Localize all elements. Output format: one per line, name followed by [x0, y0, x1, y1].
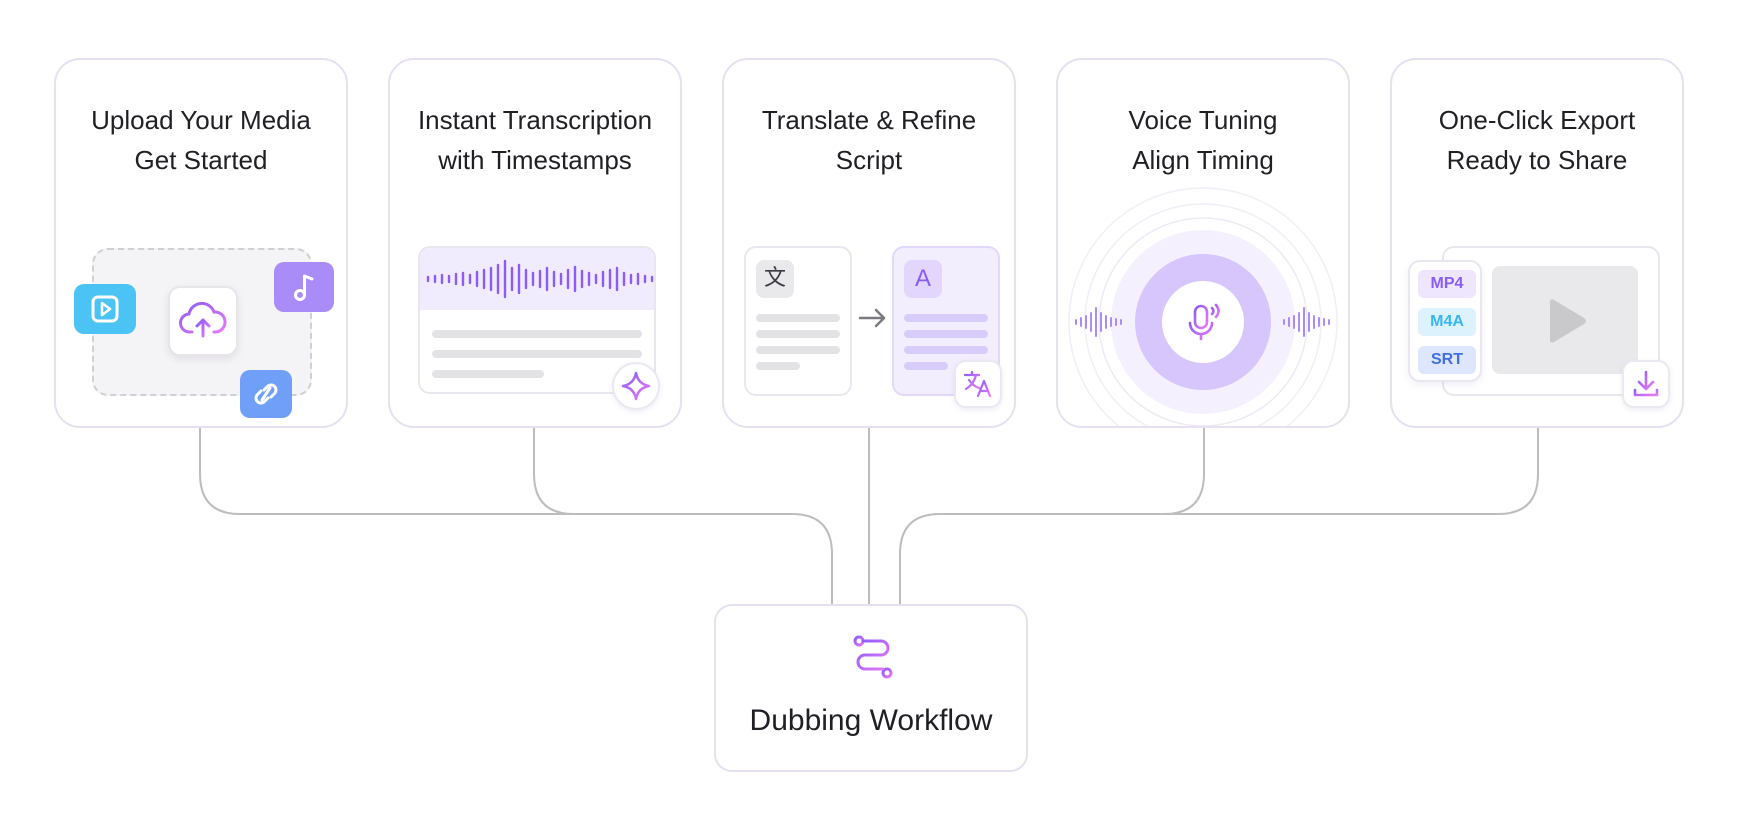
connector-step-4 — [1163, 428, 1205, 515]
arrow-right-icon — [854, 304, 890, 337]
play-icon — [1542, 296, 1590, 351]
microphone-icon — [1173, 292, 1233, 357]
translate-icon — [954, 360, 1002, 408]
waveform — [426, 259, 654, 299]
format-mp4[interactable]: MP4 — [1418, 270, 1476, 298]
transcript-panel — [418, 246, 656, 394]
source-language-icon: 文 — [756, 260, 794, 298]
waveform-right — [1283, 307, 1330, 337]
step-card-voice-tuning[interactable]: Voice Tuning Align Timing — [1056, 58, 1350, 428]
step-card-export[interactable]: One-Click Export Ready to Share MP4 M4A … — [1390, 58, 1684, 428]
step-card-translate[interactable]: Translate & Refine Script 文 A — [722, 58, 1016, 428]
voice-rings — [1068, 187, 1338, 426]
workflow-icon — [849, 632, 897, 687]
format-m4a[interactable]: M4A — [1418, 308, 1476, 336]
step-card-transcription[interactable]: Instant Transcription with Timestamps — [388, 58, 682, 428]
hub-title: Dubbing Workflow — [749, 704, 993, 737]
step-title: Upload Your Media Get Started — [91, 105, 311, 175]
step-title: Instant Transcription with Timestamps — [417, 105, 653, 175]
step-title: Voice Tuning Align Timing — [1128, 105, 1278, 175]
video-icon — [74, 284, 136, 334]
target-language-icon: A — [904, 260, 942, 298]
link-icon — [240, 370, 292, 418]
step-title: One-Click Export Ready to Share — [1438, 105, 1636, 175]
connector-step-2 — [533, 428, 575, 515]
cloud-upload-icon — [168, 286, 238, 356]
step-card-upload[interactable]: Upload Your Media Get Started — [54, 58, 348, 428]
music-note-icon — [274, 262, 334, 312]
connector-step-5 — [899, 428, 1539, 604]
format-srt[interactable]: SRT — [1418, 346, 1476, 374]
source-script-doc: 文 — [744, 246, 852, 396]
download-icon[interactable] — [1622, 360, 1670, 408]
hub-dubbing-workflow[interactable]: Dubbing Workflow — [714, 604, 1028, 772]
connector-step-1 — [199, 428, 833, 604]
waveform-left — [1075, 307, 1122, 337]
export-format-list: MP4 M4A SRT — [1408, 260, 1482, 382]
step-title: Translate & Refine Script — [761, 105, 977, 175]
sparkle-icon — [612, 362, 660, 410]
